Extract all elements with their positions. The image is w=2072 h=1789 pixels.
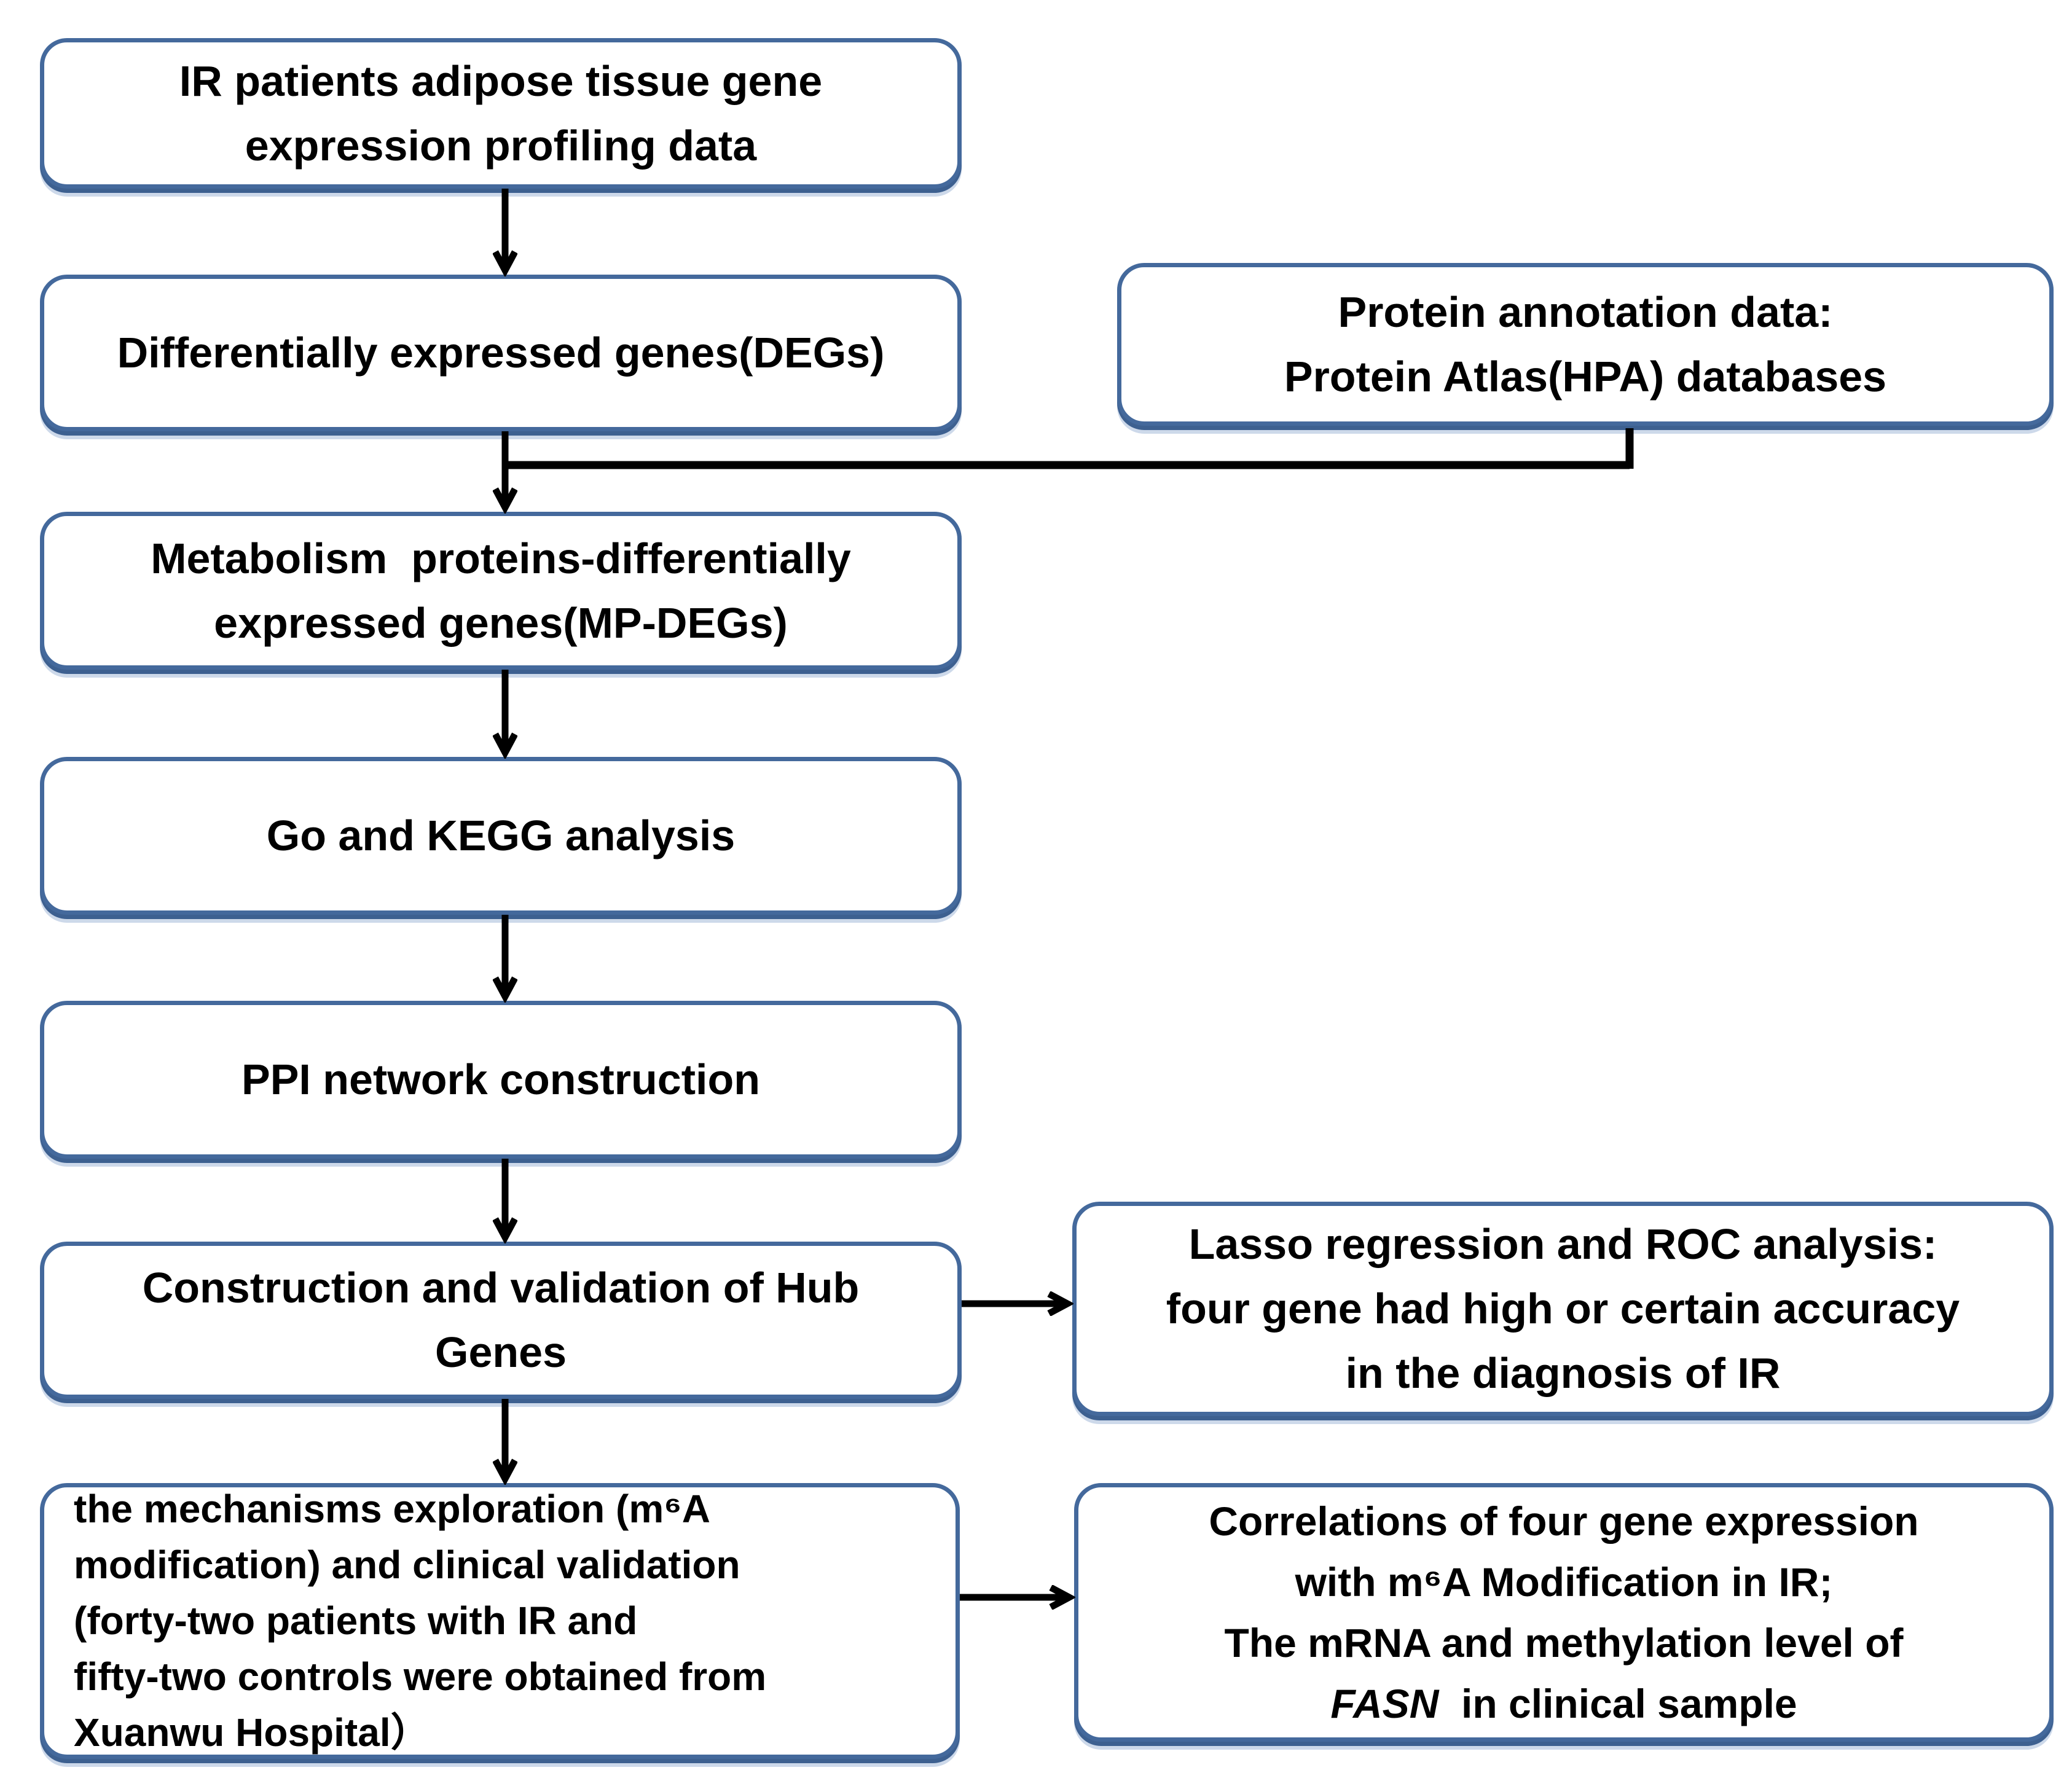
- node-correlations-text-tail: in clinical sample: [1438, 1680, 1797, 1726]
- node-correlations-label: Correlations of four gene expression wit…: [1209, 1491, 1918, 1734]
- node-lasso-roc: Lasso regression and ROC analysis: four …: [1072, 1202, 2054, 1416]
- node-hub-genes: Construction and validation of Hub Genes: [40, 1242, 962, 1399]
- node-degs: Differentially expressed genes(DEGs): [40, 275, 962, 431]
- node-degs-label: Differentially expressed genes(DEGs): [117, 329, 885, 377]
- node-correlations-gene-fasn: FASN: [1330, 1680, 1439, 1726]
- node-ppi-network-label: PPI network construction: [241, 1055, 760, 1103]
- node-correlations: Correlations of four gene expression wit…: [1074, 1483, 2054, 1742]
- node-mechanisms-validation: the mechanisms exploration (m⁶A modifica…: [40, 1483, 960, 1759]
- node-lasso-roc-label: Lasso regression and ROC analysis: four …: [1166, 1220, 1960, 1397]
- node-protein-annotation-label: Protein annotation data: Protein Atlas(H…: [1284, 288, 1887, 401]
- node-go-kegg: Go and KEGG analysis: [40, 757, 962, 915]
- node-mp-degs-label: Metabolism proteins-differentially expre…: [151, 534, 851, 647]
- node-profiling-data: IR patients adipose tissue gene expressi…: [40, 38, 962, 189]
- node-correlations-text-top: Correlations of four gene expression wit…: [1209, 1498, 1919, 1666]
- node-protein-annotation: Protein annotation data: Protein Atlas(H…: [1117, 263, 2054, 426]
- node-go-kegg-label: Go and KEGG analysis: [266, 812, 736, 859]
- node-profiling-data-label: IR patients adipose tissue gene expressi…: [179, 57, 823, 170]
- node-mp-degs: Metabolism proteins-differentially expre…: [40, 512, 962, 670]
- node-hub-genes-label: Construction and validation of Hub Genes: [142, 1264, 860, 1376]
- node-ppi-network: PPI network construction: [40, 1001, 962, 1159]
- node-mechanisms-validation-label: the mechanisms exploration (m⁶A modifica…: [74, 1487, 767, 1755]
